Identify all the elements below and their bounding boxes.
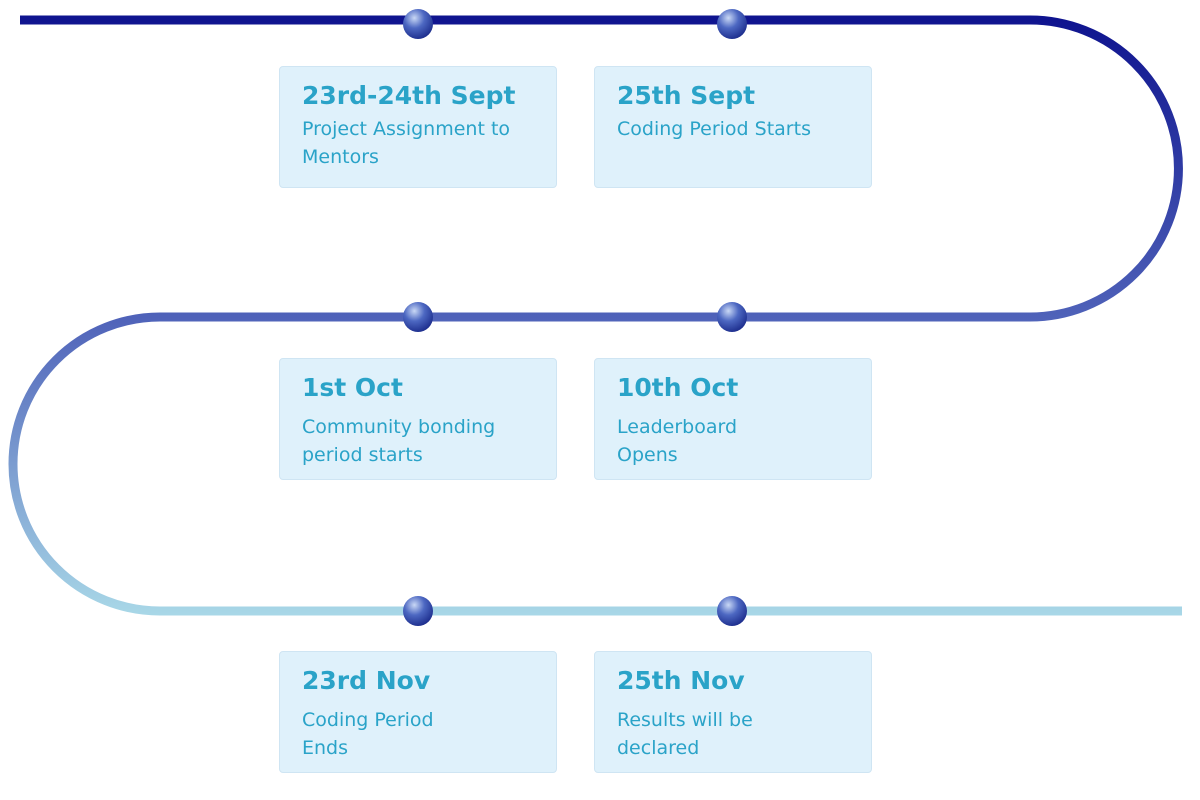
timeline-snake-line xyxy=(8,15,1183,616)
milestone-dot-3 xyxy=(403,302,433,332)
milestone-dot-1 xyxy=(403,9,433,39)
milestone-date: 1st Oct xyxy=(302,373,403,402)
milestone-description: Results will be declared xyxy=(617,709,753,759)
milestone-card: 25th Nov Results will be declared xyxy=(594,651,872,773)
milestone-card: 1st Oct Community bonding period starts xyxy=(279,358,557,480)
milestone-dot-6 xyxy=(717,596,747,626)
milestone-dot-2 xyxy=(717,9,747,39)
milestone-description: Community bonding period starts xyxy=(302,416,496,466)
milestone-date: 25th Nov xyxy=(617,666,745,695)
milestone-dot-5 xyxy=(403,596,433,626)
milestone-date: 10th Oct xyxy=(617,373,739,402)
milestone-description: Leaderboard Opens xyxy=(617,416,738,466)
milestone-description: Project Assignment to Mentors xyxy=(302,118,511,168)
milestone-date: 23rd-24th Sept xyxy=(302,81,516,110)
milestone-description: Coding Period Ends xyxy=(302,709,434,759)
milestone-card: 23rd Nov Coding Period Ends xyxy=(279,651,557,773)
milestone-card: 23rd-24th Sept Project Assignment to Men… xyxy=(279,66,557,188)
milestone-date: 25th Sept xyxy=(617,81,756,110)
milestone-date: 23rd Nov xyxy=(302,666,431,695)
milestone-description: Coding Period Starts xyxy=(617,118,811,140)
milestone-dot-4 xyxy=(717,302,747,332)
milestone-card: 10th Oct Leaderboard Opens xyxy=(594,358,872,480)
milestone-card: 25th Sept Coding Period Starts xyxy=(594,66,872,188)
